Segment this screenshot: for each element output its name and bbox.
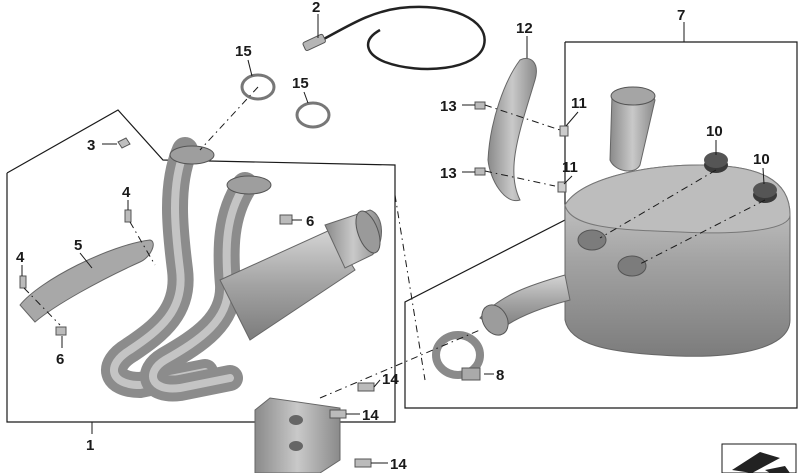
callout-15b: 15 (292, 75, 309, 92)
callout-12: 12 (516, 20, 533, 37)
callout-2: 2 (312, 0, 320, 16)
screw-4a (19, 275, 27, 289)
assembly-line (319, 329, 481, 399)
gasket-15a (240, 73, 276, 101)
bracket (254, 397, 341, 473)
callout-11b: 11 (562, 159, 578, 176)
callout-4a: 4 (16, 249, 25, 266)
callout-11a: 11 (571, 95, 587, 112)
group-frame-1 (6, 109, 396, 423)
screw-13a (474, 101, 486, 110)
assembly-line (639, 199, 766, 265)
clamp-6b (279, 214, 293, 225)
assembly-line (394, 194, 426, 381)
rubber-mount-10b (753, 182, 777, 203)
heat-guard-12 (487, 57, 537, 202)
screw-4b (124, 209, 132, 223)
callout-10b: 10 (753, 151, 770, 168)
callout-6b: 6 (306, 213, 314, 230)
callout-13a: 13 (440, 98, 457, 115)
callout-8: 8 (496, 367, 504, 384)
clip-11a (559, 125, 569, 137)
callout-4b: 4 (122, 184, 131, 201)
heat-shield-5 (19, 239, 154, 323)
callout-14c: 14 (390, 456, 407, 473)
gasket-15b (295, 101, 331, 129)
clamp-8 (432, 331, 484, 381)
callout-14a: 14 (382, 371, 399, 388)
screw-13b (474, 167, 486, 176)
assembly-line (484, 170, 556, 187)
sensor-cable (302, 5, 486, 71)
callout-10a: 10 (706, 123, 723, 140)
silencer-7 (479, 86, 791, 357)
callout-7: 7 (677, 7, 685, 24)
clip-11b (557, 181, 567, 193)
bolt-14c (354, 458, 372, 468)
clip-3 (117, 137, 131, 149)
assembly-line (599, 169, 717, 239)
callout-14b: 14 (362, 407, 379, 424)
assembly-line (199, 86, 259, 151)
rubber-mount-10a (704, 152, 728, 173)
callout-3: 3 (87, 137, 95, 154)
callout-5: 5 (74, 237, 82, 254)
pictogram-icon (721, 443, 797, 473)
header-pipes (101, 137, 382, 402)
callout-1: 1 (86, 437, 94, 454)
bolt-14a (357, 382, 375, 392)
callout-15a: 15 (235, 43, 252, 60)
callout-13b: 13 (440, 165, 457, 182)
callout-6a: 6 (56, 351, 64, 368)
assembly-line (484, 104, 561, 131)
clamp-6a (55, 326, 67, 336)
bolt-14b (329, 409, 347, 419)
